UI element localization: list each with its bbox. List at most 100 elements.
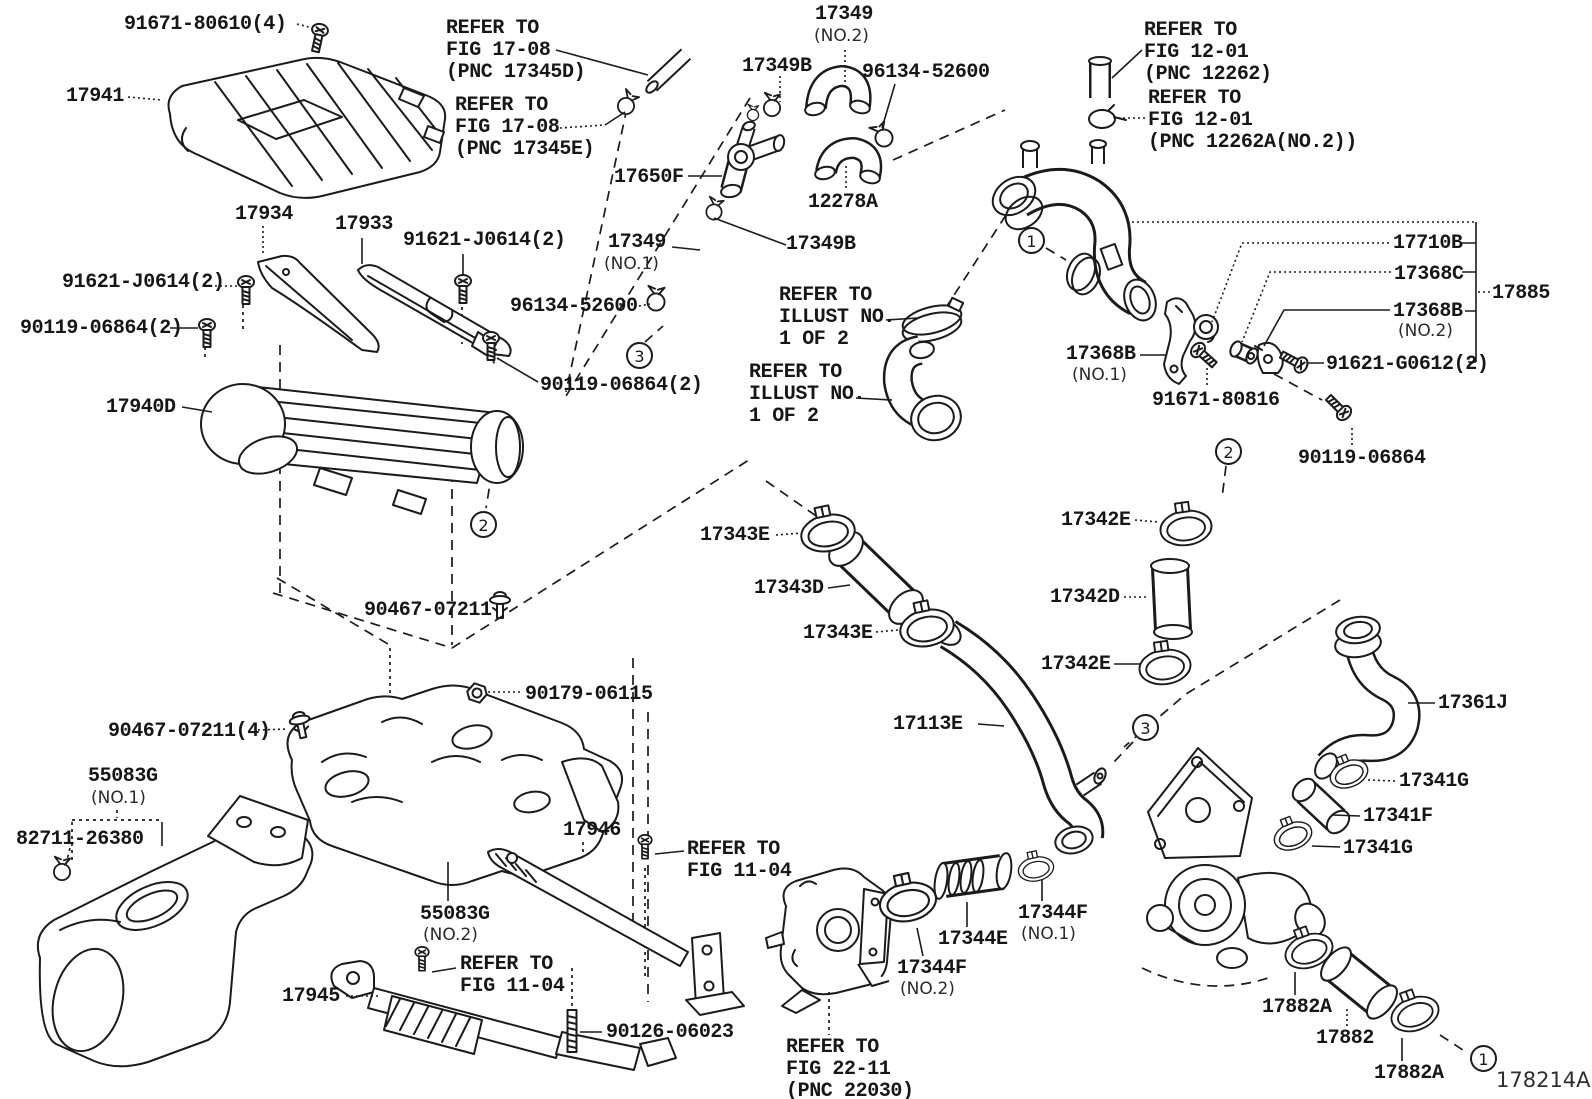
bracket-17934-drawing bbox=[257, 254, 380, 353]
part-label-17945: 17945 bbox=[282, 985, 341, 1008]
part-label-90119-06864-mid: 90119-06864(2) bbox=[540, 374, 703, 397]
part-label-17940d: 17940D bbox=[106, 396, 176, 419]
turbocharger-drawing bbox=[1141, 747, 1326, 987]
part-label-17710b: 17710B bbox=[1393, 232, 1463, 255]
intercooler-17940d-drawing bbox=[200, 383, 524, 515]
part-label-55083g-no2-suffix: (NO.2) bbox=[423, 925, 478, 945]
part-label-17941: 17941 bbox=[66, 85, 125, 108]
part-label-17368c: 17368C bbox=[1394, 263, 1464, 286]
part-label-90119-06864-left: 90119-06864(2) bbox=[20, 317, 183, 340]
ref-label-fig17-08-pnc17345d: REFER TO FIG 17-08 (PNC 17345D) bbox=[446, 17, 586, 84]
callout-circle-1-top: 1 bbox=[1018, 227, 1045, 254]
hose-17349-no2-drawing bbox=[804, 65, 872, 117]
part-label-55083g-no2: 55083G bbox=[420, 903, 490, 926]
part-label-17349b-mid: 17349B bbox=[786, 233, 856, 256]
bracket-17946-drawing bbox=[487, 848, 745, 1016]
ref-label-fig22-11-pnc22030: REFER TO FIG 22-11 (PNC 22030) bbox=[786, 1036, 914, 1099]
air-duct-drawing bbox=[36, 795, 314, 1068]
part-label-17349-no2-suffix: (NO.2) bbox=[814, 26, 869, 46]
turbo-inlet-elbow-illust-drawing bbox=[882, 296, 965, 442]
grommet-17710b-drawing bbox=[1193, 314, 1219, 343]
ref-label-fig11-04-right: REFER TO FIG 11-04 bbox=[687, 838, 792, 883]
bracket-17368b-no2-drawing bbox=[1254, 341, 1284, 374]
intake-pipe-17885-drawing bbox=[991, 139, 1157, 322]
engine-under-cover-55083g-drawing bbox=[286, 684, 623, 886]
part-label-17882a-b: 17882A bbox=[1374, 1062, 1444, 1085]
part-label-17344f-no2-suffix: (NO.2) bbox=[900, 979, 955, 999]
part-label-17344f-no1: 17344F bbox=[1018, 902, 1088, 925]
part-label-17946: 17946 bbox=[563, 819, 622, 842]
part-label-17342d: 17342D bbox=[1050, 586, 1120, 609]
part-label-17882: 17882 bbox=[1316, 1027, 1375, 1050]
part-label-17933: 17933 bbox=[335, 213, 394, 236]
part-label-17344f-no2: 17344F bbox=[897, 957, 967, 980]
hose-17342d-drawing bbox=[1150, 558, 1193, 640]
part-label-17113e: 17113E bbox=[893, 713, 963, 736]
collar-17368c-drawing bbox=[1229, 340, 1259, 365]
ref-label-fig12-01-pnc12262: REFER TO FIG 12-01 (PNC 12262) bbox=[1144, 19, 1272, 86]
part-label-90126-06023: 90126-06023 bbox=[606, 1021, 734, 1044]
part-label-90179-06115: 90179-06115 bbox=[525, 683, 653, 706]
callout-circle-1-bottom: 1 bbox=[1470, 1045, 1497, 1072]
part-label-90119-06864-right: 90119-06864 bbox=[1298, 447, 1426, 470]
part-label-17344f-no1-suffix: (NO.1) bbox=[1021, 924, 1076, 944]
part-label-17349-no1-suffix: (NO.1) bbox=[604, 254, 659, 274]
part-label-90467-07211-4: 90467-07211(4) bbox=[108, 720, 271, 743]
callout-circle-2-left: 2 bbox=[470, 511, 497, 538]
hose-17343d-drawing bbox=[828, 531, 924, 625]
ref-label-illust-1of2-a: REFER TO ILLUST NO. 1 OF 2 bbox=[779, 284, 896, 351]
ref-label-fig11-04-left: REFER TO FIG 11-04 bbox=[460, 953, 565, 998]
part-label-91621-j0614-left: 91621-J0614(2) bbox=[62, 271, 225, 294]
ref-label-fig12-01-pnc12262a: REFER TO FIG 12-01 (PNC 12262A(NO.2)) bbox=[1148, 87, 1357, 154]
part-label-91621-g0612: 91621-G0612(2) bbox=[1326, 353, 1489, 376]
callout-circle-3-bottom: 3 bbox=[1132, 714, 1159, 741]
hose-12278a-drawing bbox=[814, 137, 883, 185]
part-label-17368b-no2: 17368B bbox=[1393, 300, 1463, 323]
ref-label-fig17-08-pnc17345e: REFER TO FIG 17-08 (PNC 17345E) bbox=[455, 94, 595, 161]
part-label-17650f: 17650F bbox=[614, 166, 684, 189]
hose-17361j-drawing bbox=[1314, 615, 1421, 780]
hose-17344e-drawing bbox=[933, 852, 1013, 900]
part-label-17343e-a: 17343E bbox=[700, 524, 770, 547]
part-label-17882a-a: 17882A bbox=[1262, 996, 1332, 1019]
part-label-17341f: 17341F bbox=[1363, 805, 1433, 828]
part-label-91621-j0614-right: 91621-J0614(2) bbox=[403, 229, 566, 252]
air-pipe-17113e-drawing bbox=[930, 618, 1107, 855]
hose-stub-fig17-08-drawing bbox=[645, 48, 692, 94]
part-label-17343d: 17343D bbox=[754, 577, 824, 600]
part-label-17368b-no1: 17368B bbox=[1066, 343, 1136, 366]
hose-17341f-drawing bbox=[1291, 777, 1351, 835]
part-label-17368b-no1-suffix: (NO.1) bbox=[1072, 365, 1127, 385]
bracket-17368b-no1-drawing bbox=[1163, 297, 1197, 385]
part-label-17342e-b: 17342E bbox=[1041, 653, 1111, 676]
part-label-55083g-no1: 55083G bbox=[88, 765, 158, 788]
part-label-96134-52600-top: 96134-52600 bbox=[862, 61, 990, 84]
ref-label-illust-1of2-b: REFER TO ILLUST NO. 1 OF 2 bbox=[749, 361, 866, 428]
part-label-17934: 17934 bbox=[235, 203, 294, 226]
leader-lines bbox=[65, 23, 1490, 1061]
part-label-17361j: 17361J bbox=[1438, 692, 1508, 715]
sheet-number: 178214A bbox=[1496, 1068, 1591, 1092]
part-label-82711-26380: 82711-26380 bbox=[16, 828, 144, 851]
part-label-55083g-no1-suffix: (NO.1) bbox=[91, 788, 146, 808]
part-label-17349-no2: 17349 bbox=[815, 3, 874, 26]
part-label-17349b-top: 17349B bbox=[742, 55, 812, 78]
hose-17882-drawing bbox=[1320, 946, 1398, 1020]
part-label-17343e-b: 17343E bbox=[803, 622, 873, 645]
part-label-17341g-a: 17341G bbox=[1399, 770, 1469, 793]
throttle-body-drawing bbox=[765, 867, 893, 1014]
part-label-96134-52600-mid: 96134-52600 bbox=[510, 295, 638, 318]
part-label-17342e-a: 17342E bbox=[1061, 509, 1131, 532]
part-label-90467-07211-top: 90467-07211 bbox=[364, 599, 492, 622]
part-label-91671-80816: 91671-80816 bbox=[1152, 389, 1280, 412]
engine-cover-17941-drawing bbox=[167, 56, 447, 199]
callout-circle-3-top: 3 bbox=[626, 342, 653, 369]
breather-tube-fig12-01-drawing bbox=[1088, 56, 1127, 129]
part-label-17341g-b: 17341G bbox=[1343, 837, 1413, 860]
part-label-17885: 17885 bbox=[1492, 282, 1551, 305]
water-bypass-joint-17650f-drawing bbox=[720, 103, 786, 199]
part-label-12278a: 12278A bbox=[808, 191, 878, 214]
part-label-91671-80610: 91671-80610(4) bbox=[124, 13, 287, 36]
